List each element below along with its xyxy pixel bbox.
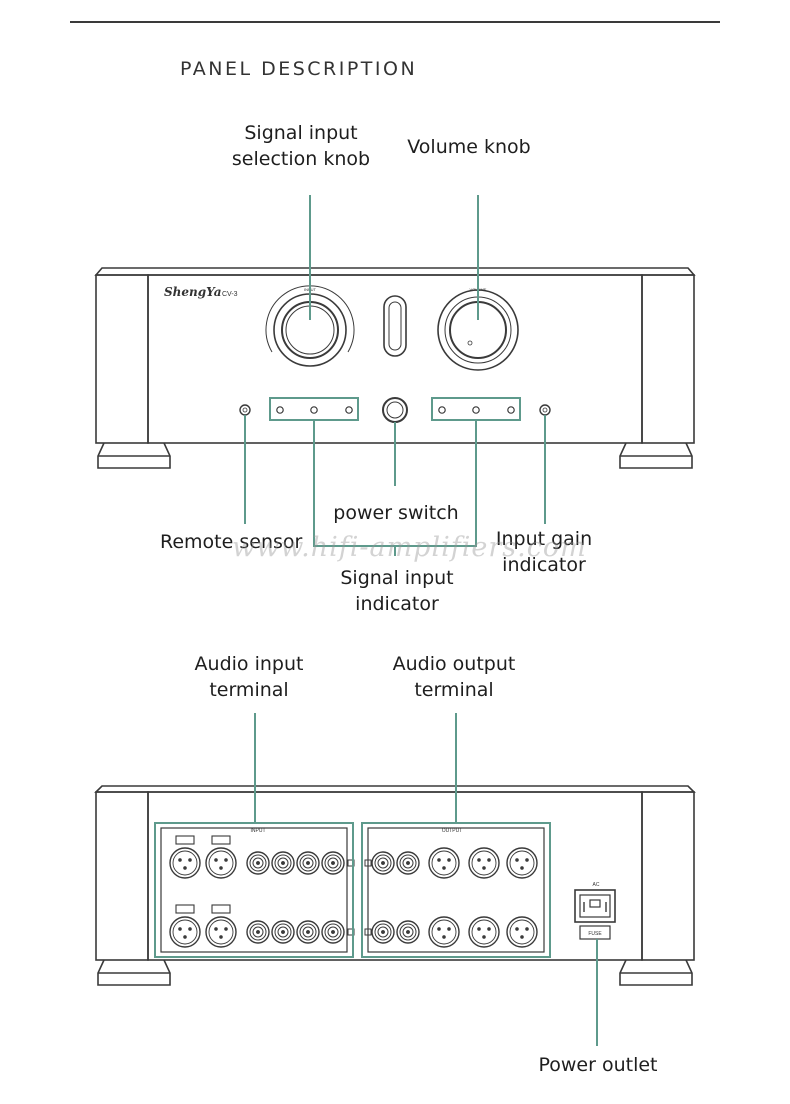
front-top-lid [94,267,696,276]
front-leader-lines [244,195,546,556]
xlr-latch [175,835,195,845]
gain-led-2 [472,406,480,414]
label-input-gain-indicator: Input gain indicator [484,526,604,578]
xlr-latch [211,904,231,914]
label-line: indicator [355,593,439,615]
rca-input-connector [271,851,295,875]
xlr-latch [175,904,195,914]
front-left-foot [97,442,171,469]
ground-screw [364,928,372,936]
label-line: Signal input [340,567,454,589]
xlr-output-connector [428,916,460,948]
rca-input-connector [296,920,320,944]
xlr-output-connector [428,847,460,879]
page-heading: PANEL DESCRIPTION [180,58,418,80]
rca-input-connector [296,851,320,875]
gain-led-3 [507,406,515,414]
label-audio-input-terminal: Audio input terminal [178,651,320,703]
rear-connectors [169,835,538,948]
front-left-side [95,274,149,444]
remote-sensor-left [239,404,251,416]
xlr-output-connector [468,847,500,879]
xlr-output-connector [506,847,538,879]
label-line: selection knob [231,148,371,170]
rear-back-plate [147,791,643,961]
front-panel [94,267,696,469]
rca-output-connector [396,920,420,944]
signal-led-2 [310,406,318,414]
label-power-outlet: Power outlet [538,1054,658,1076]
fuse-holder [579,925,611,940]
ground-screw [364,859,372,867]
label-line: indicator [502,554,586,576]
center-light-window [383,295,407,357]
label-line: Audio input [194,653,304,675]
xlr-input-connector [205,916,237,948]
rear-leader-lines [154,713,598,1046]
rca-output-connector [371,851,395,875]
label-signal-input-selection-knob: Signal input selection knob [212,120,390,172]
output-tag-text: OUTPUT [442,828,463,834]
rear-panel [94,785,696,986]
rear-left-side [95,791,149,961]
rca-input-connector [246,851,270,875]
ac-socket [574,889,616,923]
rear-right-side [641,791,695,961]
xlr-latch [211,835,231,845]
input-tag-text: INPUT [251,828,266,834]
rca-output-connector [396,851,420,875]
label-line: Audio output [392,653,516,675]
gain-led-1 [438,406,446,414]
label-remote-sensor: Remote sensor [160,531,303,553]
output-terminal-frame [367,827,545,953]
rca-input-connector [246,920,270,944]
rear-right-foot [619,959,693,986]
xlr-output-connector [468,916,500,948]
label-line: terminal [414,679,494,701]
label-audio-output-terminal: Audio output terminal [382,651,526,703]
rear-left-foot [97,959,171,986]
rca-input-connector [321,851,345,875]
model-text: CV-3 [222,291,238,298]
rca-input-connector [321,920,345,944]
remote-sensor-right [539,404,551,416]
xlr-input-connector [169,916,201,948]
signal-led-3 [345,406,353,414]
input-terminal-frame [160,827,348,953]
ac-text: AC [593,882,600,888]
label-volume-knob: Volume knob [407,136,531,158]
label-power-switch: power switch [333,502,459,524]
label-signal-input-indicator: Signal input indicator [322,565,472,617]
watermark: www.hifi-amplifiers.com [232,532,587,563]
rca-input-connector [271,920,295,944]
xlr-output-connector [506,916,538,948]
xlr-input-connector [205,847,237,879]
label-line: Input gain [495,528,593,550]
brand-logo: ShengYa [164,285,222,299]
rear-top-lid [94,785,696,793]
xlr-input-connector [169,847,201,879]
signal-led-1 [276,406,284,414]
front-right-foot [619,442,693,469]
label-line: Signal input [244,122,358,144]
fuse-text: FUSE [588,931,602,937]
label-line: terminal [209,679,289,701]
front-right-side [641,274,695,444]
rca-output-connector [371,920,395,944]
